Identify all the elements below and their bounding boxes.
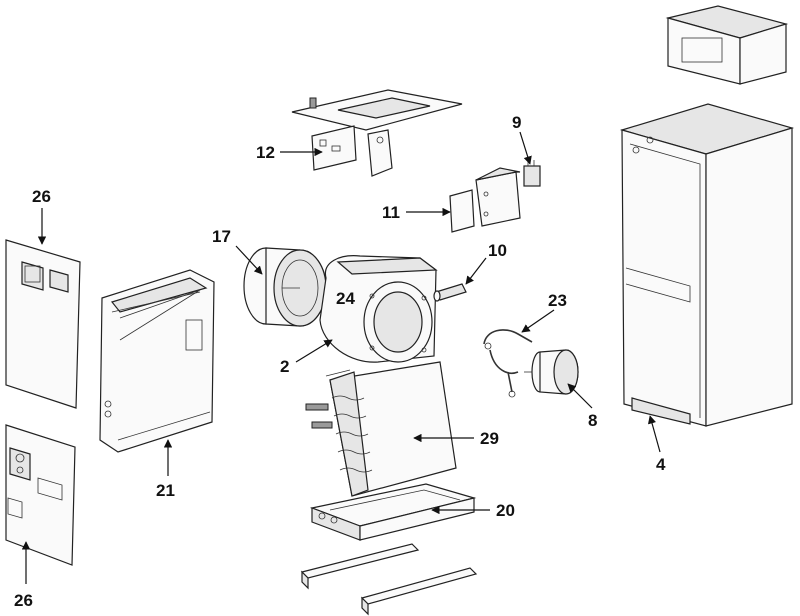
motor-shaft (433, 283, 467, 302)
leader-lines (21, 131, 661, 584)
callout-labels: 26 26 21 17 2 24 12 11 9 10 23 8 29 20 4 (14, 113, 666, 610)
callout-8: 8 (588, 411, 597, 430)
callout-11: 11 (382, 203, 400, 222)
callout-17: 17 (212, 227, 231, 246)
callout-23: 23 (548, 291, 567, 310)
callout-26-upper: 26 (32, 187, 51, 206)
relay (523, 160, 541, 187)
callout-2: 2 (280, 357, 289, 376)
access-panel-lower (5, 424, 76, 566)
relay-bracket (449, 167, 521, 233)
callout-24: 24 (336, 289, 355, 308)
access-panel-upper (5, 239, 81, 409)
motor (524, 349, 579, 395)
blower-wheel (243, 247, 327, 327)
evaporator-coil (305, 361, 457, 497)
callout-20: 20 (496, 501, 515, 520)
callout-12: 12 (256, 143, 275, 162)
drain-pan (309, 483, 477, 541)
callout-21: 21 (156, 481, 175, 500)
cabinet (619, 5, 795, 427)
blower-housing (319, 255, 438, 363)
door-frame (99, 269, 215, 453)
callout-4: 4 (656, 455, 666, 474)
control-board-assembly (291, 89, 463, 177)
callout-26-lower: 26 (14, 591, 33, 610)
callout-9: 9 (512, 113, 521, 132)
callout-29: 29 (480, 429, 499, 448)
support-rails (300, 543, 478, 616)
motor-mount (483, 329, 533, 398)
callout-10: 10 (488, 241, 507, 260)
